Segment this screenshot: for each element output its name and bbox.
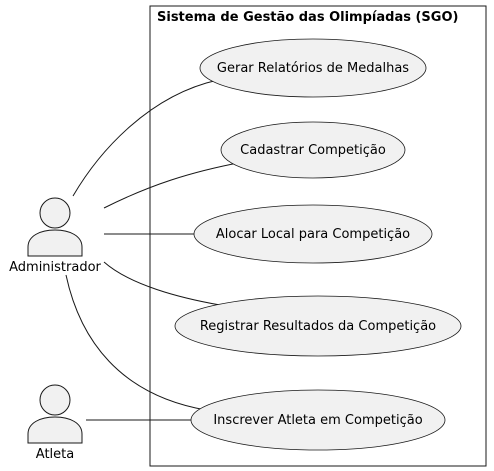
use-case-ellipse [174,295,462,357]
use-case-ellipse [193,204,433,264]
association-admin-registrar [103,261,221,306]
actor-icon-head [39,197,71,229]
actor-label: Atleta [36,447,74,462]
use-case-label: Registrar Resultados da Competição [200,319,436,334]
associations [65,79,244,421]
use-case-ellipse [220,121,406,179]
use-case-alocar-local: Alocar Local para Competição [193,204,433,264]
use-case-inscrever-atleta: Inscrever Atleta em Competição [190,389,446,451]
use-case-label: Gerar Relatórios de Medalhas [217,61,409,76]
use-case-label: Cadastrar Competição [240,143,386,158]
actor-label: Administrador [9,260,101,275]
use-case-ellipse [199,38,427,98]
association-admin-gerar-relatorios [72,79,219,197]
association-admin-cadastrar [103,161,244,209]
system-title: Sistema de Gestão das Olimpíadas (SGO) [157,10,458,25]
use-case-ellipse [190,389,446,451]
use-case-label: Inscrever Atleta em Competição [213,413,422,428]
use-case-cadastrar-competicao: Cadastrar Competição [220,121,406,179]
actor-icon-head [39,384,71,416]
system-boundary [149,5,487,467]
use-case-registrar-resultados: Registrar Resultados da Competição [174,295,462,357]
use-case-gerar-relatorios: Gerar Relatórios de Medalhas [199,38,427,98]
actor-administrador: Administrador [9,197,102,275]
actor-icon-body [27,229,83,257]
actor-icon-body [27,416,83,444]
actor-atleta: Atleta [27,384,83,462]
association-admin-inscrever [65,274,207,411]
use-case-label: Alocar Local para Competição [216,227,410,242]
